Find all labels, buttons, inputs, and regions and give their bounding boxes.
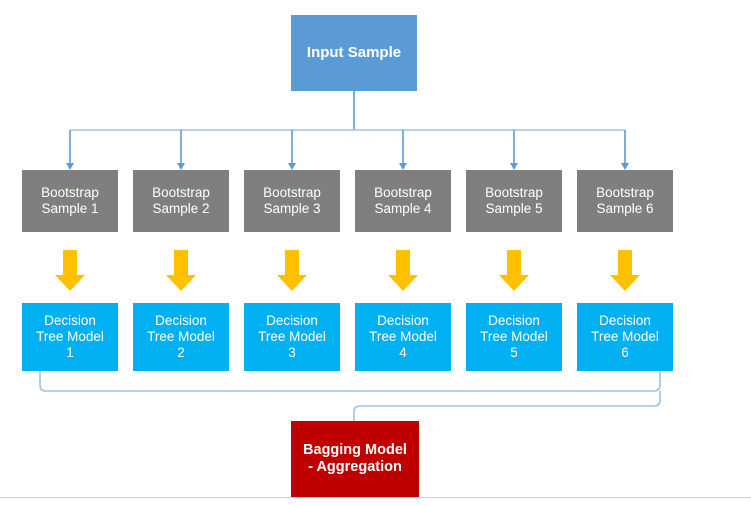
decision-tree-label-3: Decision Tree Model 3 xyxy=(258,313,326,360)
bagging-feed-line xyxy=(353,391,661,421)
bootstrap-sample-box-6: Bootstrap Sample 6 xyxy=(577,170,673,232)
arrow-shaft-3 xyxy=(285,250,299,276)
down-arrow-icon-1 xyxy=(50,250,90,291)
arrow-head-4 xyxy=(388,275,418,291)
arrow-shaft-1 xyxy=(63,250,77,276)
bootstrap-sample-label-4: Bootstrap Sample 4 xyxy=(374,185,432,216)
drop-arrowhead-2 xyxy=(177,163,185,170)
decision-tree-label-1: Decision Tree Model 1 xyxy=(36,313,104,360)
arrow-head-1 xyxy=(55,275,85,291)
bootstrap-sample-box-2: Bootstrap Sample 2 xyxy=(133,170,229,232)
arrow-head-3 xyxy=(277,275,307,291)
down-arrow-icon-6 xyxy=(605,250,645,291)
decision-tree-label-2: Decision Tree Model 2 xyxy=(147,313,215,360)
bagging-model-box: Bagging Model - Aggregation xyxy=(291,421,419,497)
decision-tree-box-3: Decision Tree Model 3 xyxy=(244,303,340,371)
decision-tree-box-5: Decision Tree Model 5 xyxy=(466,303,562,371)
drop-arrowhead-1 xyxy=(66,163,74,170)
arrow-shaft-5 xyxy=(507,250,521,276)
decision-tree-label-5: Decision Tree Model 5 xyxy=(480,313,548,360)
drop-arrowhead-5 xyxy=(510,163,518,170)
bootstrap-sample-box-5: Bootstrap Sample 5 xyxy=(466,170,562,232)
input-sample-box: Input Sample xyxy=(291,15,417,91)
bootstrap-sample-label-2: Bootstrap Sample 2 xyxy=(152,185,210,216)
decision-tree-label-4: Decision Tree Model 4 xyxy=(369,313,437,360)
down-arrow-icon-3 xyxy=(272,250,312,291)
down-arrow-icon-4 xyxy=(383,250,423,291)
input-sample-label: Input Sample xyxy=(306,44,402,62)
arrow-head-6 xyxy=(610,275,640,291)
bootstrap-sample-label-6: Bootstrap Sample 6 xyxy=(596,185,654,216)
down-arrow-icon-5 xyxy=(494,250,534,291)
arrow-shaft-6 xyxy=(618,250,632,276)
arrow-head-2 xyxy=(166,275,196,291)
arrow-shaft-2 xyxy=(174,250,188,276)
bootstrap-sample-box-3: Bootstrap Sample 3 xyxy=(244,170,340,232)
bootstrap-sample-label-1: Bootstrap Sample 1 xyxy=(41,185,99,216)
bootstrap-sample-box-4: Bootstrap Sample 4 xyxy=(355,170,451,232)
bootstrap-sample-label-3: Bootstrap Sample 3 xyxy=(263,185,321,216)
baseline-divider xyxy=(0,497,751,498)
arrow-shaft-4 xyxy=(396,250,410,276)
decision-tree-label-6: Decision Tree Model 6 xyxy=(591,313,659,360)
drop-arrowhead-6 xyxy=(621,163,629,170)
decision-tree-box-1: Decision Tree Model 1 xyxy=(22,303,118,371)
bootstrap-sample-label-5: Bootstrap Sample 5 xyxy=(485,185,543,216)
decision-tree-box-2: Decision Tree Model 2 xyxy=(133,303,229,371)
arrow-head-5 xyxy=(499,275,529,291)
drop-arrowhead-3 xyxy=(288,163,296,170)
decision-tree-box-6: Decision Tree Model 6 xyxy=(577,303,673,371)
bottom-bus-line xyxy=(39,371,661,392)
decision-tree-box-4: Decision Tree Model 4 xyxy=(355,303,451,371)
bagging-model-label: Bagging Model - Aggregation xyxy=(303,441,407,475)
drop-arrowhead-4 xyxy=(399,163,407,170)
down-arrow-icon-2 xyxy=(161,250,201,291)
bootstrap-sample-box-1: Bootstrap Sample 1 xyxy=(22,170,118,232)
